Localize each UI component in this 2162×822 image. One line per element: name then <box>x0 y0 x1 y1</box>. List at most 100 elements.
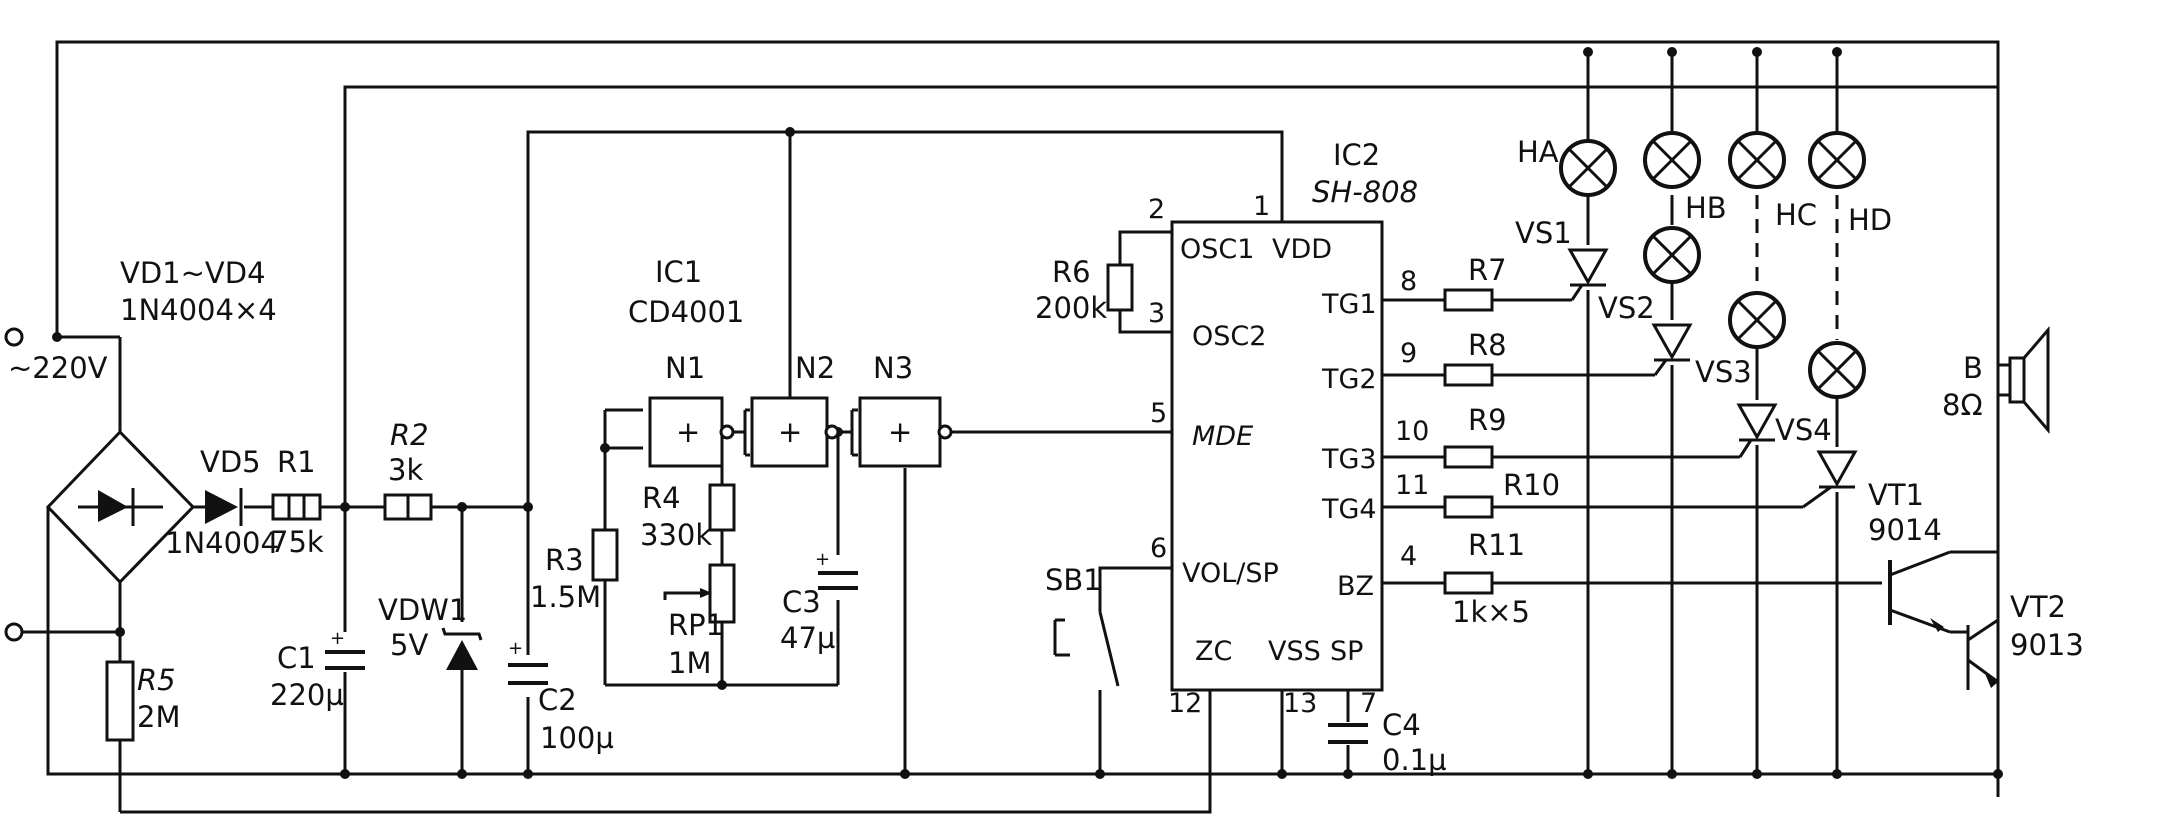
pin-num-6: 6 <box>1150 533 1167 564</box>
svg-text:+: + <box>888 415 912 449</box>
vdw1-value: 5V <box>390 628 428 662</box>
ic1-part: CD4001 <box>628 295 744 329</box>
pin-num-3: 3 <box>1148 298 1165 329</box>
svg-text:+: + <box>778 415 802 449</box>
vdw1-ref: VDW1 <box>378 593 467 627</box>
pin-num-8: 8 <box>1400 266 1417 297</box>
capacitor-c2: + <box>508 638 548 685</box>
nor-gate-n2: + <box>750 396 840 468</box>
pin-vdd: VDD <box>1272 234 1332 265</box>
thyristor-vs4 <box>1802 450 1858 509</box>
capacitor-c4 <box>1328 723 1368 744</box>
pin-tg4: TG4 <box>1321 494 1377 525</box>
vs4-ref: VS4 <box>1775 413 1832 447</box>
lamp-ha <box>1559 139 1617 197</box>
c4-value: 0.1µ <box>1382 743 1447 777</box>
vd5-ref: VD5 <box>200 445 261 479</box>
resistor-r8 <box>1443 363 1494 387</box>
lamp-hd <box>1808 131 1866 399</box>
pin-num-4: 4 <box>1400 541 1417 572</box>
resistor-r5 <box>105 660 135 742</box>
resistor-r6 <box>1106 263 1134 312</box>
svg-text:+: + <box>676 415 700 449</box>
potentiometer-rp1 <box>663 563 736 624</box>
hb-ref: HB <box>1685 191 1727 225</box>
resistor-r9 <box>1443 445 1494 469</box>
pin-num-1: 1 <box>1253 191 1270 222</box>
ac-terminals <box>4 327 24 642</box>
ac-input-label: ~220V <box>8 351 108 385</box>
r10-ref: R10 <box>1503 468 1560 502</box>
r1-ref: R1 <box>277 445 316 479</box>
vd5-part: 1N4004 <box>165 526 279 560</box>
switch-sb1 <box>1098 611 1120 687</box>
bridge-ref: VD1~VD4 <box>120 256 266 290</box>
c1-value: 220µ <box>270 678 344 712</box>
c2-ref: C2 <box>538 683 577 717</box>
resistor-r11 <box>1443 571 1494 595</box>
r4-ref: R4 <box>642 481 681 515</box>
rp1-ref: RP1 <box>668 608 724 642</box>
ic2-ref: IC2 <box>1333 138 1380 172</box>
c4-ref: C4 <box>1382 708 1421 742</box>
pin-num-7: 7 <box>1360 688 1377 719</box>
pin-num-2: 2 <box>1148 194 1165 225</box>
nor-gate-n3: + <box>858 396 953 468</box>
rp1-value: 1M <box>668 646 711 680</box>
resistor-value-r7-r11: 1k×5 <box>1452 595 1530 629</box>
pin-num-10: 10 <box>1395 416 1429 447</box>
capacitor-c3: + <box>815 549 858 590</box>
r2-ref: R2 <box>390 418 429 452</box>
sb1-ref: SB1 <box>1045 563 1102 597</box>
pin-bz: BZ <box>1337 571 1374 602</box>
pin-num-13: 13 <box>1283 688 1317 719</box>
svg-text:+: + <box>508 638 523 659</box>
svg-text:+: + <box>330 628 345 649</box>
vs3-ref: VS3 <box>1695 355 1752 389</box>
vt1-part: 9014 <box>1868 513 1942 547</box>
pin-sp: SP <box>1330 636 1363 667</box>
r4-value: 330k <box>640 518 712 552</box>
pin-tg3: TG3 <box>1321 444 1377 475</box>
r11-ref: R11 <box>1468 528 1525 562</box>
thyristor-vs1 <box>1567 248 1609 301</box>
pin-tg2: TG2 <box>1321 364 1377 395</box>
r6-ref: R6 <box>1052 255 1091 289</box>
pin-mde: MDE <box>1192 421 1253 452</box>
speaker-value: 8Ω <box>1942 388 1983 422</box>
c2-value: 100µ <box>540 721 614 755</box>
pin-num-9: 9 <box>1400 338 1417 369</box>
c3-ref: C3 <box>782 585 821 619</box>
pin-osc1: OSC1 <box>1180 234 1254 265</box>
pin-zc: ZC <box>1195 636 1232 667</box>
bridge-part: 1N4004×4 <box>120 293 277 327</box>
ha-ref: HA <box>1517 135 1559 169</box>
capacitor-c1: + <box>325 628 365 670</box>
r1-value: 75k <box>270 525 324 559</box>
r7-ref: R7 <box>1468 253 1507 287</box>
zener-vdw1 <box>441 627 483 670</box>
resistor-r10 <box>1443 495 1494 519</box>
junction-dots <box>52 47 2003 779</box>
speaker-ref: B <box>1963 351 1983 385</box>
pin-osc2: OSC2 <box>1192 321 1266 352</box>
pin-num-11: 11 <box>1395 470 1429 501</box>
n1-label: N1 <box>665 351 705 385</box>
c1-ref: C1 <box>277 641 316 675</box>
transistor-vt2 <box>1984 671 1998 688</box>
resistor-r3 <box>591 528 619 582</box>
hc-ref: HC <box>1775 198 1817 232</box>
r8-ref: R8 <box>1468 328 1507 362</box>
thyristor-vs3 <box>1736 403 1778 458</box>
resistor-r1 <box>271 493 322 521</box>
pin-tg1: TG1 <box>1321 289 1377 320</box>
r6-value: 200k <box>1035 291 1107 325</box>
transistor-vt1 <box>1888 560 1944 632</box>
lamp-hc <box>1728 131 1786 349</box>
speaker-b <box>2008 325 2050 435</box>
hd-ref: HD <box>1848 203 1892 237</box>
vt2-part: 9013 <box>2010 628 2084 662</box>
pin-num-12: 12 <box>1168 688 1202 719</box>
